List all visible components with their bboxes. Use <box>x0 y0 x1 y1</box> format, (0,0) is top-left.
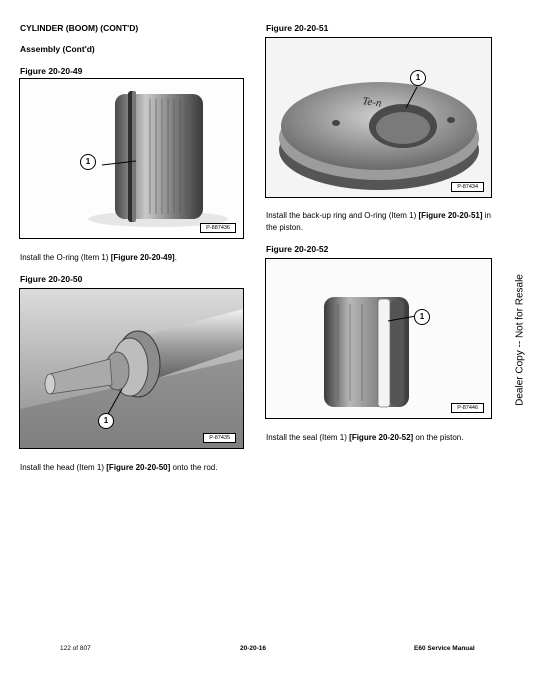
figure-reference: [Figure 20-20-50] <box>106 463 171 472</box>
figure-20-20-52-photo: 1 P-87446 <box>265 258 492 419</box>
instruction-49: Install the O-ring (Item 1) [Figure 20-2… <box>20 253 177 262</box>
threaded-piston-photo <box>20 79 243 238</box>
page-count: 122 of 807 <box>60 645 91 652</box>
manual-title: E60 Service Manual <box>414 645 475 652</box>
instruction-51: Install the back-up ring and O-ring (Ite… <box>266 211 491 232</box>
callout-1: 1 <box>414 309 430 325</box>
figure-20-20-50-photo: 1 P-87435 <box>19 288 244 449</box>
figure-id-label: P-87435 <box>203 433 236 443</box>
callout-1: 1 <box>98 413 114 429</box>
instruction-52: Install the seal (Item 1) [Figure 20-20-… <box>266 433 464 442</box>
engraved-text: Te-n <box>362 95 383 110</box>
figure-id-label: P-87434 <box>451 182 484 192</box>
figure-title-50: Figure 20-20-50 <box>20 274 83 284</box>
figure-20-20-51-photo: Te-n 1 P-87434 <box>265 37 492 198</box>
cylinder-rod-head-photo <box>20 289 243 448</box>
page-number: 20-20-16 <box>240 645 267 652</box>
figure-id-label: P-887436 <box>200 223 236 233</box>
section-title: CYLINDER (BOOM) (CONT'D) <box>20 23 139 33</box>
dealer-copy-label: Dealer Copy -- Not for Resale <box>514 274 526 406</box>
callout-1: 1 <box>80 154 96 170</box>
piston-seal-photo <box>266 259 491 418</box>
figure-reference: [Figure 20-20-51] <box>418 211 483 220</box>
piston-top-photo: Te-n <box>266 38 491 197</box>
figure-title-51: Figure 20-20-51 <box>266 23 329 33</box>
figure-title-49: Figure 20-20-49 <box>20 66 83 76</box>
figure-title-52: Figure 20-20-52 <box>266 244 329 254</box>
figure-id-label: P-87446 <box>451 403 484 413</box>
instruction-50: Install the head (Item 1) [Figure 20-20-… <box>20 463 218 472</box>
figure-reference: [Figure 20-20-49] <box>110 253 175 262</box>
subsection-title: Assembly (Cont'd) <box>20 44 95 54</box>
callout-1: 1 <box>410 70 426 86</box>
figure-20-20-49-photo: 1 P-887436 <box>19 78 244 239</box>
figure-reference: [Figure 20-20-52] <box>349 433 414 442</box>
